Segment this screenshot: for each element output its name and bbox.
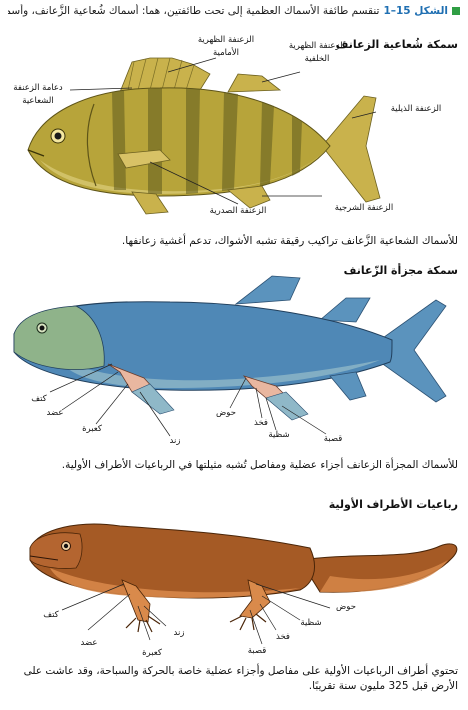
- tetrapod-label-femur: فخذ: [268, 632, 298, 643]
- tetrapod-label-radius: كعبرة: [134, 648, 170, 659]
- lobe-finned-fish-illustration: [0, 268, 468, 453]
- tetrapod-label-tibia: قصبة: [240, 646, 274, 657]
- lobe-label-pelvis: حوض: [210, 408, 242, 419]
- lobe-label-shoulder: كتف: [24, 394, 54, 405]
- label-pectoral-fin: الزعنفة الصدرية: [196, 206, 280, 217]
- label-anal-fin: الزعنفة الشرجية: [324, 203, 404, 214]
- tetrapod-label-pelvis: حوض: [330, 602, 362, 613]
- tetrapod-label-fibula: شظية: [294, 618, 328, 629]
- tetrapod-label-ulna: زند: [164, 628, 194, 639]
- label-caudal-fin: الزعنفة الذيلية: [376, 104, 456, 115]
- lobe-finned-description: للأسماك المجزأة الزعانف أجزاء عضلية ومفا…: [8, 458, 458, 473]
- early-tetrapod-illustration: [0, 506, 468, 656]
- label-ray-support: دعامة الزعنفة الشعاعية: [6, 82, 70, 108]
- label-anterior-dorsal-fin: الزعنفة الظهرية الأمامية: [186, 34, 266, 60]
- lobe-label-femur: فخذ: [246, 418, 276, 429]
- tetrapod-description: تحتوي أطراف الرباعيات الأولية على مفاصل …: [8, 664, 458, 694]
- lobe-label-fibula: شظية: [262, 430, 296, 441]
- figure-caption: الشكل 15–1 تنقسم طائفة الأسماك العظمية إل…: [8, 4, 460, 18]
- lobe-label-humerus: عضد: [40, 408, 70, 419]
- lobe-label-ulna: زند: [160, 436, 190, 447]
- figure-caption-text: تنقسم طائفة الأسماك العظمية إلى تحت طائف…: [8, 5, 379, 17]
- ray-finned-description: للأسماك الشعاعية الزَّعانف تراكيب رقيقة …: [8, 234, 458, 249]
- bullet-square-icon: [452, 7, 460, 15]
- label-posterior-dorsal-fin: الزعنفة الظهرية الخلفية: [282, 40, 352, 66]
- tetrapod-label-shoulder: كتف: [36, 610, 66, 621]
- figure-number: الشكل 15–1: [383, 5, 448, 17]
- lobe-label-tibia: قصبة: [316, 434, 350, 445]
- lobe-label-radius: كعبرة: [74, 424, 110, 435]
- tetrapod-label-humerus: عضد: [74, 638, 104, 649]
